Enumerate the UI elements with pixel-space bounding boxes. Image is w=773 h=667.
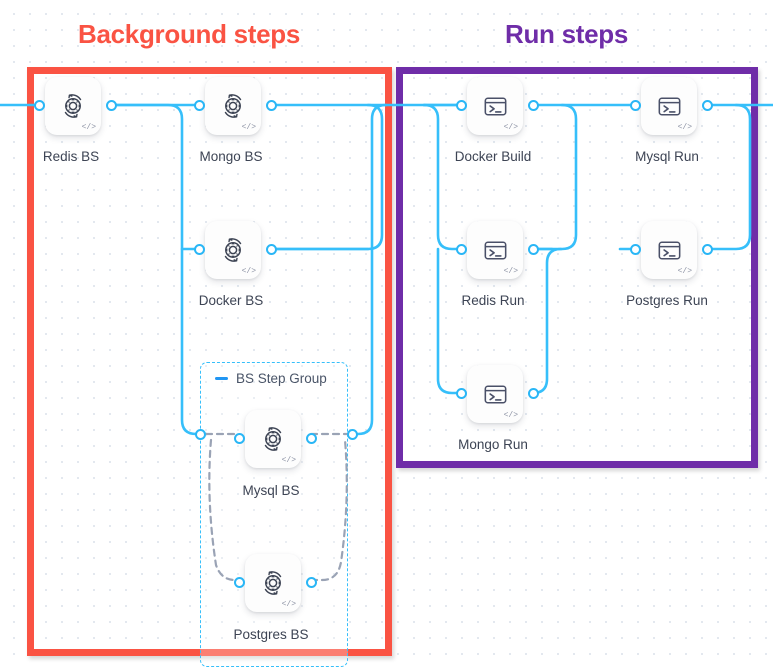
- node-label-redis-run: Redis Run: [461, 293, 525, 308]
- node-mysql-run[interactable]: </>: [641, 77, 697, 135]
- node-label-postgres-bs: Postgres BS: [233, 627, 309, 642]
- port-out-mongo-run[interactable]: [528, 388, 539, 399]
- code-glyph: </>: [503, 411, 518, 420]
- port-in-postgres-run[interactable]: [630, 244, 641, 255]
- node-label-postgres-run: Postgres Run: [626, 293, 708, 308]
- port-out-mysql-run[interactable]: [702, 100, 713, 111]
- node-label-mysql-run: Mysql Run: [635, 149, 699, 164]
- node-mongo-bs[interactable]: </>: [205, 77, 261, 135]
- node-mysql-bs[interactable]: </>: [245, 410, 301, 468]
- port-out-redis-bs[interactable]: [106, 100, 117, 111]
- node-label-docker-bs: Docker BS: [198, 293, 264, 308]
- node-label-mysql-bs: Mysql BS: [242, 483, 300, 498]
- port-out-postgres-run[interactable]: [702, 244, 713, 255]
- node-label-docker-build: Docker Build: [454, 149, 532, 164]
- port-out-redis-run[interactable]: [528, 244, 539, 255]
- node-redis-bs[interactable]: </>: [45, 77, 101, 135]
- terminal-icon: [658, 240, 680, 260]
- code-glyph: </>: [677, 267, 692, 276]
- port-in-mongo-bs[interactable]: [194, 100, 205, 111]
- code-glyph: </>: [281, 600, 296, 609]
- port-out-mysql-bs[interactable]: [306, 433, 317, 444]
- node-label-mongo-bs: Mongo BS: [199, 149, 263, 164]
- section-frame-run-steps: [396, 67, 758, 468]
- port-step-group-out[interactable]: [347, 429, 358, 440]
- port-in-docker-bs[interactable]: [194, 244, 205, 255]
- code-glyph: </>: [677, 123, 692, 132]
- step-group-label: BS Step Group: [236, 371, 327, 386]
- node-mongo-run[interactable]: </>: [467, 365, 523, 423]
- code-glyph: </>: [503, 123, 518, 132]
- code-glyph: </>: [281, 456, 296, 465]
- port-in-redis-run[interactable]: [456, 244, 467, 255]
- code-glyph: </>: [241, 267, 256, 276]
- node-postgres-bs[interactable]: </>: [245, 554, 301, 612]
- node-label-redis-bs: Redis BS: [42, 149, 100, 164]
- code-glyph: </>: [241, 123, 256, 132]
- gear-sync-icon: [224, 238, 242, 262]
- node-postgres-run[interactable]: </>: [641, 221, 697, 279]
- section-title-run-steps: Run steps: [505, 19, 628, 49]
- port-in-mongo-run[interactable]: [456, 388, 467, 399]
- port-in-postgres-bs[interactable]: [234, 577, 245, 588]
- port-in-mysql-bs[interactable]: [234, 433, 245, 444]
- port-step-group-in[interactable]: [195, 429, 206, 440]
- gear-sync-icon: [264, 427, 282, 451]
- port-out-docker-build[interactable]: [528, 100, 539, 111]
- node-label-mongo-run: Mongo Run: [458, 437, 528, 452]
- terminal-icon: [484, 240, 506, 260]
- node-docker-build[interactable]: </>: [467, 77, 523, 135]
- section-title-background-steps: Background steps: [78, 19, 301, 49]
- gear-sync-icon: [224, 94, 242, 118]
- port-out-postgres-bs[interactable]: [306, 577, 317, 588]
- terminal-icon: [484, 96, 506, 116]
- step-group-header[interactable]: BS Step Group: [215, 371, 327, 386]
- step-group-bs[interactable]: BS Step Group: [200, 362, 348, 667]
- node-docker-bs[interactable]: </>: [205, 221, 261, 279]
- port-in-docker-build[interactable]: [456, 100, 467, 111]
- gear-sync-icon: [264, 571, 282, 595]
- code-glyph: </>: [503, 267, 518, 276]
- port-out-mongo-bs[interactable]: [266, 100, 277, 111]
- port-in-mysql-run[interactable]: [630, 100, 641, 111]
- terminal-icon: [484, 384, 506, 404]
- gear-sync-icon: [64, 94, 82, 118]
- terminal-icon: [658, 96, 680, 116]
- code-glyph: </>: [81, 123, 96, 132]
- port-out-docker-bs[interactable]: [266, 244, 277, 255]
- node-redis-run[interactable]: </>: [467, 221, 523, 279]
- port-in-redis-bs[interactable]: [34, 100, 45, 111]
- minus-icon[interactable]: [215, 377, 228, 380]
- section-frame-background-steps: [27, 67, 392, 656]
